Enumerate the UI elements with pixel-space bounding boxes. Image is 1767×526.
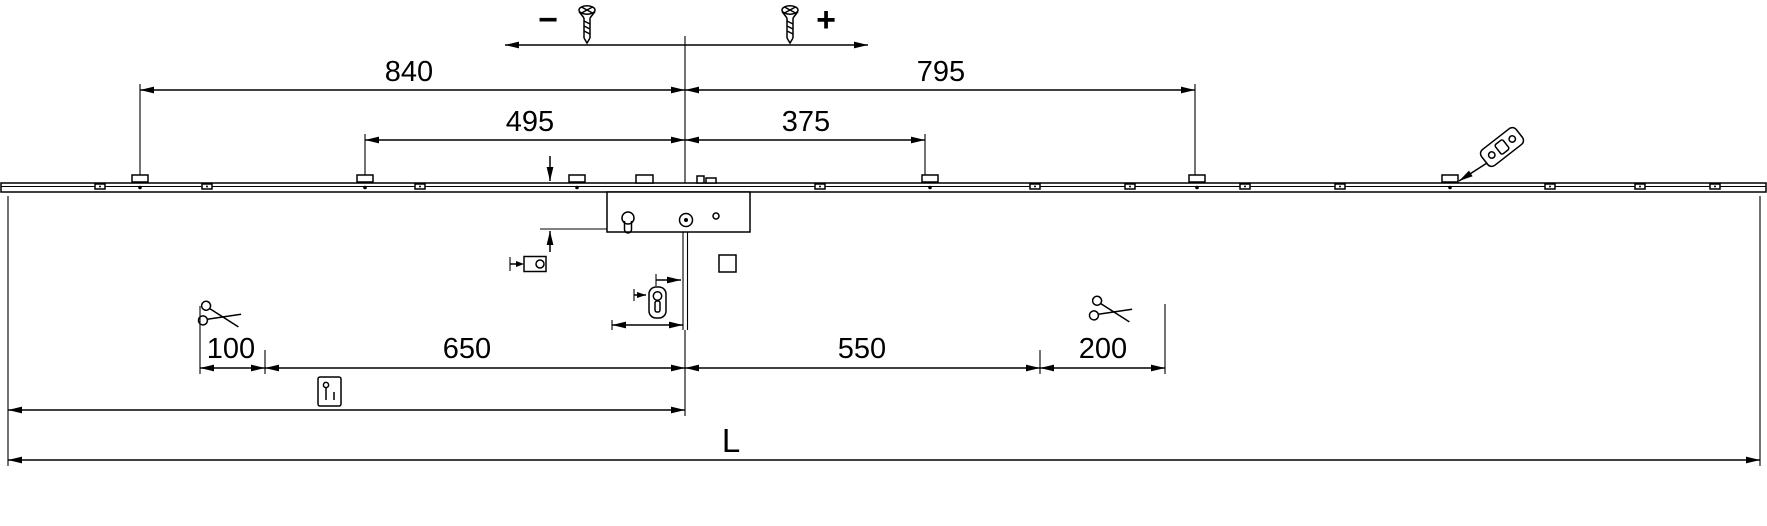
cylinder-hole-tail <box>623 221 633 234</box>
dim-495-label: 495 <box>506 106 554 138</box>
screw-port <box>1124 183 1136 190</box>
labels: − + 840 795 495 375 100 650 550 200 L <box>207 1 1127 459</box>
screw-port <box>1029 183 1041 190</box>
screw-port <box>814 183 826 190</box>
adjustment-screw-icon <box>578 5 596 44</box>
screw-port <box>94 183 106 190</box>
adjust-plus-label: + <box>816 1 836 39</box>
extension-lines <box>7 84 1761 466</box>
screw-port <box>1334 183 1346 190</box>
screw-port <box>201 183 213 190</box>
case-screw <box>712 212 720 220</box>
case-top-part <box>696 175 705 184</box>
adjust-minus-label: − <box>538 1 558 39</box>
dim-overall-length-label: L <box>722 422 740 459</box>
follower <box>678 212 694 228</box>
screw-port <box>1239 183 1251 190</box>
screw-port <box>1709 183 1721 190</box>
dim-375-label: 375 <box>782 106 830 138</box>
euro-cylinder-icon <box>633 286 667 319</box>
detail-dimensions <box>540 156 683 330</box>
spindle-square-icon <box>718 254 737 273</box>
screw-port <box>1634 183 1646 190</box>
dimension-lines <box>8 41 1760 464</box>
adjustment-screw-icon <box>781 5 799 44</box>
screw-port <box>1544 183 1556 190</box>
dim-550-label: 550 <box>838 333 886 365</box>
dim-200-label: 200 <box>1079 333 1127 365</box>
dim-100-label: 100 <box>207 333 255 365</box>
centerlines <box>682 36 689 416</box>
cylinder-hole <box>621 211 635 225</box>
gearbox <box>606 174 751 234</box>
roller-cam-icon <box>509 255 547 273</box>
case-top-part <box>705 177 717 184</box>
screw-port <box>414 183 426 190</box>
latch-block <box>635 174 654 184</box>
striker-plate-icon <box>1458 126 1525 182</box>
handle-height-icon <box>317 376 342 407</box>
dim-795-label: 795 <box>917 56 965 88</box>
icons <box>197 5 1525 407</box>
faceplate-rail <box>0 174 1767 193</box>
scissors-cut-icon <box>197 300 242 328</box>
dim-650-label: 650 <box>443 333 491 365</box>
striker-pointer-arrow <box>1458 162 1488 182</box>
dim-840-label: 840 <box>385 56 433 88</box>
scissors-cut-icon <box>1088 295 1133 323</box>
rail-body <box>0 182 1767 193</box>
follower-center <box>684 218 688 222</box>
